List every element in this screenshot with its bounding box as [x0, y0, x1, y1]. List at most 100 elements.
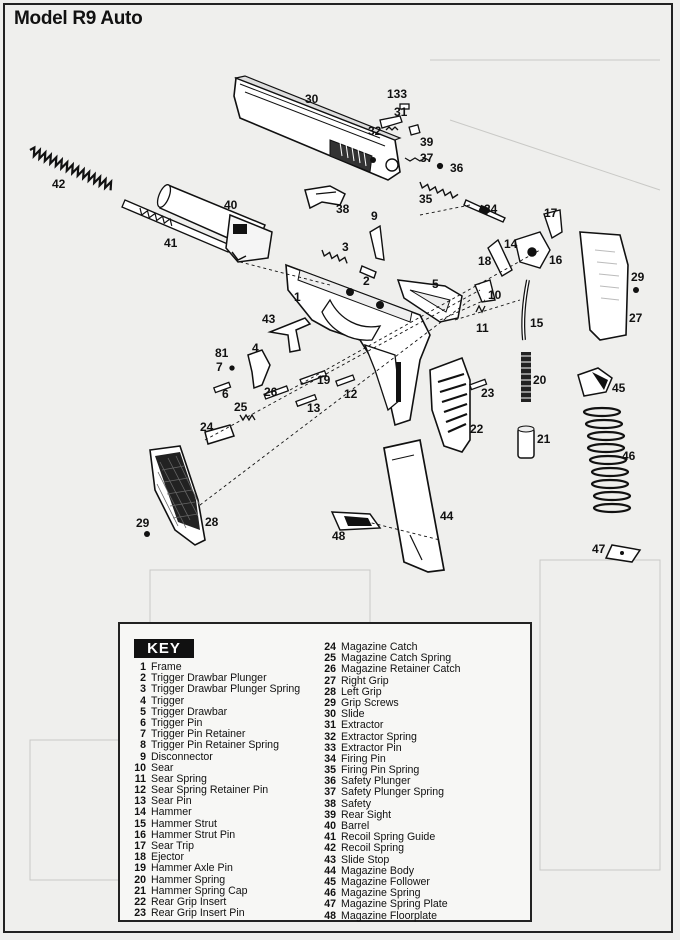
- part-28-left-grip: [149, 445, 206, 546]
- key-item-number: 44: [324, 864, 336, 877]
- key-item-number: 22: [134, 895, 146, 908]
- callout: 47: [592, 542, 606, 556]
- key-item-number: 25: [324, 652, 336, 665]
- key-item-number: 28: [324, 685, 336, 698]
- callout: 17: [544, 206, 558, 220]
- callout: 11: [476, 321, 489, 335]
- key-item-label: Disconnector: [151, 750, 213, 763]
- key-item-label: Firing Pin: [341, 752, 386, 765]
- callout: 133: [387, 87, 407, 101]
- callout: 28: [205, 515, 219, 529]
- key-item-number: 36: [324, 775, 336, 788]
- assembly-dashed-lines: [199, 204, 541, 541]
- part-40-barrel: [156, 184, 273, 263]
- key-item: 20 Hammer Spring: [126, 873, 300, 886]
- key-item-label: Trigger Drawbar: [151, 705, 228, 718]
- page-title: Model R9 Auto: [14, 8, 143, 29]
- key-item-label: Magazine Catch Spring: [341, 652, 452, 665]
- parts-36-37: [404, 157, 444, 170]
- callout: 4: [252, 341, 259, 355]
- callout: 32: [368, 124, 382, 138]
- key-item-label: Hammer Spring: [151, 873, 226, 886]
- callout: 34: [484, 202, 498, 216]
- parts-6-7-8: [212, 365, 235, 394]
- key-item-label: Hammer Axle Pin: [151, 862, 233, 875]
- callout: 5: [432, 277, 439, 291]
- key-item: 44 Magazine Body: [316, 864, 461, 877]
- key-item-number: 21: [134, 884, 146, 897]
- key-item-label: Safety Plunger: [341, 775, 411, 788]
- key-item-label: Magazine Floorplate: [341, 909, 437, 922]
- key-item-number: 23: [134, 907, 146, 920]
- callout: 81: [215, 346, 229, 360]
- key-item-label: Rear Grip Insert: [151, 895, 227, 908]
- key-item-number: 19: [134, 862, 146, 875]
- key-item-number: 27: [324, 674, 336, 687]
- callout: 14: [504, 237, 518, 251]
- key-item-label: Sear Pin: [151, 795, 192, 808]
- key-item-label: Left Grip: [341, 685, 382, 698]
- callout: 40: [224, 198, 238, 212]
- key-item-label: Safety: [341, 797, 372, 810]
- key-item-number: 13: [134, 795, 146, 808]
- key-item-number: 42: [324, 842, 336, 855]
- key-item-number: 24: [324, 641, 336, 653]
- callout: 9: [371, 209, 378, 223]
- key-header: KEY: [134, 639, 194, 658]
- callout: 15: [530, 316, 544, 330]
- key-item-number: 20: [134, 873, 146, 886]
- parts-29-grip-screws: [144, 287, 639, 537]
- key-item-label: Trigger Drawbar Plunger: [151, 672, 267, 685]
- key-item-number: 14: [134, 806, 146, 819]
- key-item-label: Trigger: [151, 694, 185, 707]
- callout: 3: [342, 240, 349, 254]
- key-item-number: 15: [134, 817, 146, 830]
- callout: 36: [450, 161, 464, 175]
- key-item: 27 Right Grip: [316, 674, 461, 687]
- key-item-number: 2: [140, 672, 146, 685]
- key-item-label: Extractor Spring: [341, 730, 417, 743]
- key-item-number: 11: [134, 772, 146, 785]
- key-item-label: Right Grip: [341, 674, 389, 687]
- diagram-frame: [3, 3, 673, 933]
- callout: 19: [317, 373, 331, 387]
- key-item-number: 38: [324, 797, 336, 810]
- key-item-number: 32: [324, 730, 336, 743]
- key-item-number: 9: [140, 750, 146, 763]
- key-item-label: Magazine Follower: [341, 875, 430, 888]
- key-item-label: Extractor: [341, 719, 384, 732]
- key-item-label: Rear Sight: [341, 808, 392, 821]
- part-9-disconnector: [369, 224, 385, 261]
- callout: 42: [52, 177, 66, 191]
- key-item-number: 29: [324, 696, 336, 709]
- key-item-label: Magazine Body: [341, 864, 415, 877]
- key-item: 13 Sear Pin: [126, 796, 300, 807]
- callout: 26: [264, 385, 278, 399]
- key-item: 24 Magazine Catch: [316, 641, 461, 653]
- part-21-hammer-spring-cap: [517, 425, 535, 459]
- part-1-frame: [285, 263, 431, 427]
- key-item-label: Slide Stop: [341, 853, 390, 866]
- key-item-label: Magazine Catch: [341, 641, 418, 653]
- key-item-label: Extractor Pin: [341, 741, 402, 754]
- callout: 31: [394, 105, 408, 119]
- key-item-number: 41: [324, 831, 336, 844]
- callout: 18: [478, 254, 492, 268]
- part-42-recoil-spring: [29, 145, 113, 191]
